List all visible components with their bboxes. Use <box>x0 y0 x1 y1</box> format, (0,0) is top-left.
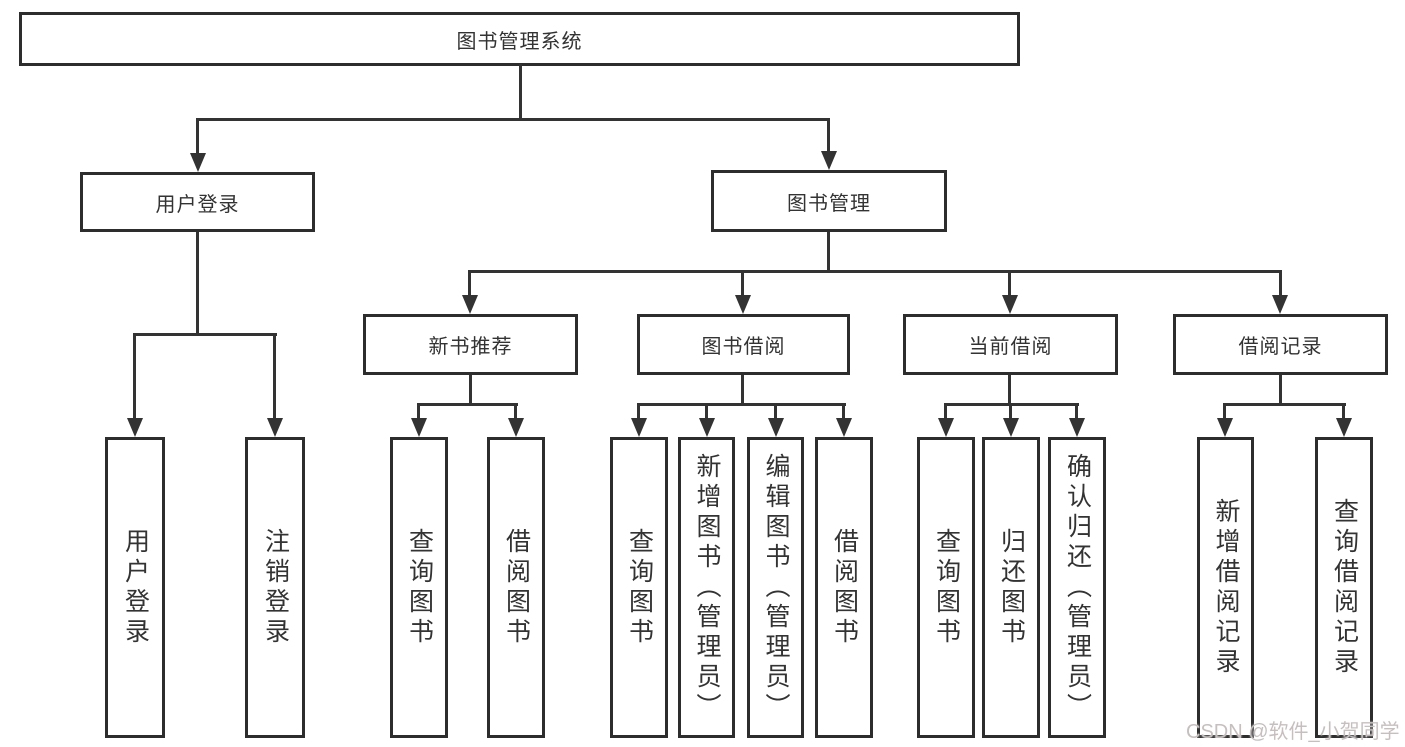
arrowhead-down-icon <box>836 418 852 437</box>
connector-line <box>741 270 744 298</box>
connector-line <box>133 333 136 421</box>
connector-line <box>514 403 517 421</box>
node-current-borrow: 当前借阅 <box>903 314 1118 375</box>
node-label: 借阅记录 <box>1238 336 1323 358</box>
arrowhead-down-icon <box>267 418 283 437</box>
connector-line <box>944 403 947 421</box>
node-label: 图书借阅 <box>701 336 786 358</box>
leaf-label: 查询图书 <box>625 527 654 648</box>
connector-line <box>1223 403 1226 421</box>
arrowhead-down-icon <box>190 153 206 172</box>
connector-line <box>1009 403 1012 421</box>
arrowhead-down-icon <box>821 151 837 170</box>
connector-line <box>196 118 830 121</box>
connector-line <box>827 232 830 273</box>
node-borrow-records: 借阅记录 <box>1173 314 1388 375</box>
leaf-label: 借阅图书 <box>502 527 531 648</box>
node-label: 新书推荐 <box>428 336 513 358</box>
connector-line <box>637 403 640 421</box>
leaf-logout: 注销登录 <box>245 437 305 738</box>
leaf-add-book-admin: 新增图书（管理员） <box>678 437 735 738</box>
arrowhead-down-icon <box>631 418 647 437</box>
arrowhead-down-icon <box>508 418 524 437</box>
arrowhead-down-icon <box>411 418 427 437</box>
connector-line <box>1342 403 1345 421</box>
leaf-label: 新增借阅记录 <box>1212 497 1240 678</box>
connector-line <box>417 403 518 406</box>
arrowhead-down-icon <box>1272 295 1288 314</box>
connector-line <box>1223 403 1346 406</box>
leaf-add-borrow-record: 新增借阅记录 <box>1197 437 1254 738</box>
leaf-query-book-3: 查询图书 <box>917 437 975 738</box>
csdn-watermark: CSDN @软件_小贺同学 <box>1186 721 1400 743</box>
leaf-label: 查询图书 <box>405 527 434 648</box>
leaf-label: 归还图书 <box>997 527 1026 648</box>
leaf-label: 注销登录 <box>261 527 290 648</box>
connector-line <box>1075 403 1078 421</box>
connector-line <box>196 118 199 155</box>
arrowhead-down-icon <box>699 418 715 437</box>
leaf-return-book: 归还图书 <box>982 437 1040 738</box>
connector-line <box>417 403 420 421</box>
leaf-query-book-1: 查询图书 <box>390 437 448 738</box>
connector-line <box>1008 270 1011 298</box>
connector-line <box>468 270 471 298</box>
arrowhead-down-icon <box>1217 418 1233 437</box>
node-label: 用户登录 <box>155 193 240 216</box>
arrowhead-down-icon <box>1002 295 1018 314</box>
node-label: 图书管理 <box>787 192 871 215</box>
connector-line <box>705 403 708 421</box>
leaf-confirm-return-admin: 确认归还（管理员） <box>1048 437 1106 738</box>
leaf-borrow-book-1: 借阅图书 <box>487 437 545 738</box>
arrowhead-down-icon <box>735 295 751 314</box>
connector-line <box>741 375 744 406</box>
connector-line <box>842 403 845 421</box>
node-book-management: 图书管理 <box>711 170 947 232</box>
leaf-query-borrow-record: 查询借阅记录 <box>1315 437 1373 738</box>
node-label: 当前借阅 <box>968 336 1053 358</box>
leaf-label: 确认归还（管理员） <box>1063 452 1092 723</box>
leaf-label: 查询图书 <box>932 527 961 648</box>
node-user-login: 用户登录 <box>80 172 315 232</box>
arrowhead-down-icon <box>1003 418 1019 437</box>
connector-line <box>1279 270 1282 298</box>
leaf-label: 编辑图书（管理员） <box>762 452 790 723</box>
connector-line <box>1279 375 1282 406</box>
leaf-user-login: 用户登录 <box>105 437 165 738</box>
leaf-label: 借阅图书 <box>830 527 859 648</box>
node-new-book-recommend: 新书推荐 <box>363 314 578 375</box>
arrowhead-down-icon <box>1069 418 1085 437</box>
connector-line <box>1008 375 1011 406</box>
connector-line <box>519 64 522 120</box>
connector-line <box>469 375 472 406</box>
arrowhead-down-icon <box>127 418 143 437</box>
leaf-label: 新增图书（管理员） <box>693 452 721 723</box>
leaf-label: 查询借阅记录 <box>1330 497 1359 678</box>
arrowhead-down-icon <box>462 295 478 314</box>
arrowhead-down-icon <box>938 418 954 437</box>
arrowhead-down-icon <box>1336 418 1352 437</box>
node-book-borrow: 图书借阅 <box>637 314 850 375</box>
node-label: 图书管理系统 <box>456 30 583 53</box>
connector-line <box>827 118 830 154</box>
arrowhead-down-icon <box>768 418 784 437</box>
leaf-edit-book-admin: 编辑图书（管理员） <box>747 437 804 738</box>
node-book-management-system: 图书管理系统 <box>19 12 1020 66</box>
leaf-query-book-2: 查询图书 <box>610 437 668 738</box>
connector-line <box>273 333 276 421</box>
leaf-borrow-book-2: 借阅图书 <box>815 437 873 738</box>
connector-line <box>774 403 777 421</box>
connector-line <box>637 403 846 406</box>
connector-line <box>196 232 199 335</box>
connector-line <box>133 333 277 336</box>
connector-line <box>468 270 1282 273</box>
leaf-label: 用户登录 <box>121 527 150 648</box>
